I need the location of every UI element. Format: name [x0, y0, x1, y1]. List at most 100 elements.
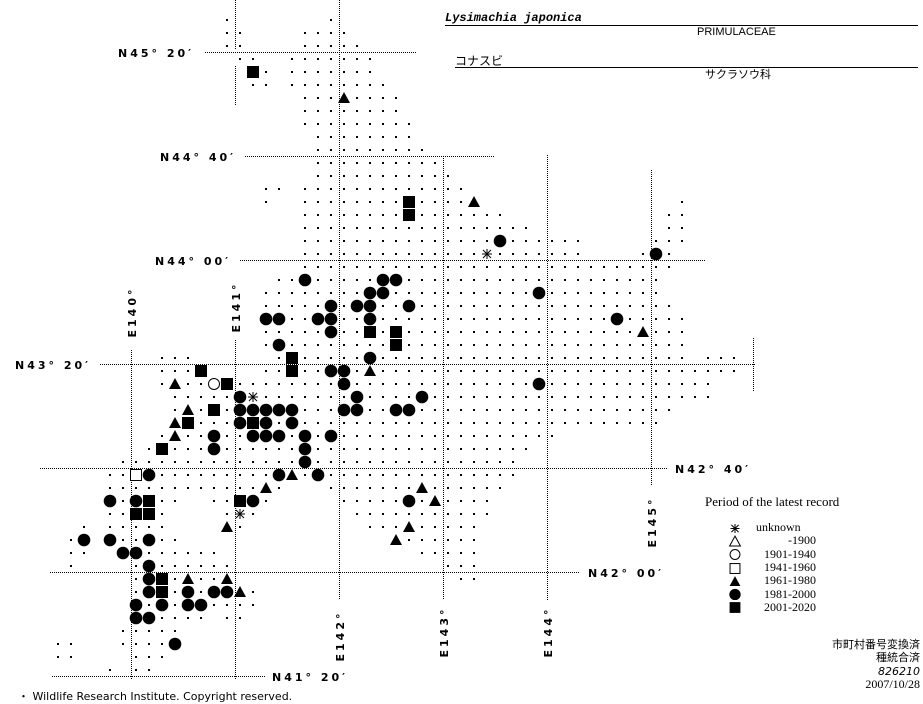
survey-mesh-dot	[148, 656, 150, 658]
record-open-square-marker	[130, 469, 142, 481]
survey-mesh-dot	[668, 357, 670, 359]
survey-mesh-dot	[486, 214, 488, 216]
survey-mesh-dot	[291, 383, 293, 385]
survey-mesh-dot	[421, 370, 423, 372]
survey-mesh-dot	[395, 435, 397, 437]
survey-mesh-dot	[395, 149, 397, 151]
survey-mesh-dot	[382, 422, 384, 424]
survey-mesh-dot	[369, 201, 371, 203]
survey-mesh-dot	[603, 344, 605, 346]
survey-mesh-dot	[317, 422, 319, 424]
survey-mesh-dot	[395, 266, 397, 268]
survey-mesh-dot	[629, 292, 631, 294]
survey-mesh-dot	[707, 383, 709, 385]
survey-mesh-dot	[421, 435, 423, 437]
record-filled-circle-marker	[285, 403, 299, 417]
survey-mesh-dot	[278, 448, 280, 450]
record-filled-circle-marker	[246, 403, 260, 417]
survey-mesh-dot	[278, 331, 280, 333]
survey-mesh-dot	[408, 331, 410, 333]
survey-mesh-dot	[317, 344, 319, 346]
survey-mesh-dot	[486, 396, 488, 398]
survey-mesh-dot	[161, 435, 163, 437]
survey-mesh-dot	[317, 227, 319, 229]
survey-mesh-dot	[109, 669, 111, 671]
record-filled-circle-marker	[246, 494, 260, 508]
survey-mesh-dot	[460, 188, 462, 190]
survey-mesh-dot	[278, 422, 280, 424]
record-filled-circle-marker	[350, 390, 364, 404]
survey-mesh-dot	[668, 305, 670, 307]
survey-mesh-dot	[382, 110, 384, 112]
survey-mesh-dot	[330, 487, 332, 489]
survey-mesh-dot	[499, 422, 501, 424]
survey-mesh-dot	[499, 227, 501, 229]
survey-mesh-dot	[382, 240, 384, 242]
survey-mesh-dot	[382, 370, 384, 372]
record-filled-circle-marker	[142, 559, 156, 573]
survey-mesh-dot	[83, 526, 85, 528]
survey-mesh-dot	[473, 500, 475, 502]
map-date: 2007/10/28	[865, 676, 920, 691]
survey-mesh-dot	[564, 253, 566, 255]
survey-mesh-dot	[408, 344, 410, 346]
survey-mesh-dot	[603, 370, 605, 372]
survey-mesh-dot	[707, 370, 709, 372]
record-filled-square-marker	[286, 352, 298, 364]
survey-mesh-dot	[460, 474, 462, 476]
survey-mesh-dot	[616, 383, 618, 385]
record-filled-circle-marker	[493, 234, 507, 248]
survey-mesh-dot	[460, 344, 462, 346]
survey-mesh-dot	[239, 383, 241, 385]
survey-mesh-dot	[200, 552, 202, 554]
survey-mesh-dot	[512, 279, 514, 281]
survey-mesh-dot	[668, 227, 670, 229]
survey-mesh-dot	[447, 474, 449, 476]
survey-mesh-dot	[447, 500, 449, 502]
survey-mesh-dot	[213, 604, 215, 606]
survey-mesh-dot	[486, 500, 488, 502]
survey-mesh-dot	[265, 461, 267, 463]
survey-mesh-dot	[473, 227, 475, 229]
survey-mesh-dot	[460, 448, 462, 450]
survey-mesh-dot	[577, 357, 579, 359]
survey-mesh-dot	[356, 136, 358, 138]
record-filled-circle-marker	[402, 494, 416, 508]
survey-mesh-dot	[434, 292, 436, 294]
survey-mesh-dot	[434, 435, 436, 437]
survey-mesh-dot	[122, 526, 124, 528]
survey-mesh-dot	[304, 84, 306, 86]
survey-mesh-dot	[421, 240, 423, 242]
latitude-label: N44° 00′	[155, 255, 231, 268]
survey-mesh-dot	[408, 357, 410, 359]
survey-mesh-dot	[356, 461, 358, 463]
survey-mesh-dot	[421, 331, 423, 333]
survey-mesh-dot	[460, 513, 462, 515]
survey-mesh-dot	[291, 279, 293, 281]
survey-mesh-dot	[499, 292, 501, 294]
survey-mesh-dot	[447, 396, 449, 398]
survey-mesh-dot	[460, 331, 462, 333]
survey-mesh-dot	[668, 396, 670, 398]
survey-mesh-dot	[525, 266, 527, 268]
survey-mesh-dot	[382, 149, 384, 151]
survey-mesh-dot	[473, 253, 475, 255]
survey-mesh-dot	[369, 136, 371, 138]
record-filled-circle-marker	[298, 429, 312, 443]
survey-mesh-dot	[226, 474, 228, 476]
survey-mesh-dot	[655, 396, 657, 398]
record-filled-triangle-marker	[169, 417, 181, 428]
survey-mesh-dot	[395, 500, 397, 502]
survey-mesh-dot	[148, 604, 150, 606]
survey-mesh-dot	[369, 422, 371, 424]
survey-mesh-dot	[70, 539, 72, 541]
survey-mesh-dot	[161, 643, 163, 645]
record-filled-square-marker	[182, 417, 194, 429]
survey-mesh-dot	[460, 201, 462, 203]
survey-mesh-dot	[304, 253, 306, 255]
survey-mesh-dot	[109, 526, 111, 528]
survey-mesh-dot	[421, 552, 423, 554]
record-filled-circle-marker	[246, 429, 260, 443]
survey-mesh-dot	[343, 448, 345, 450]
open-circle-icon-shape	[729, 549, 741, 561]
